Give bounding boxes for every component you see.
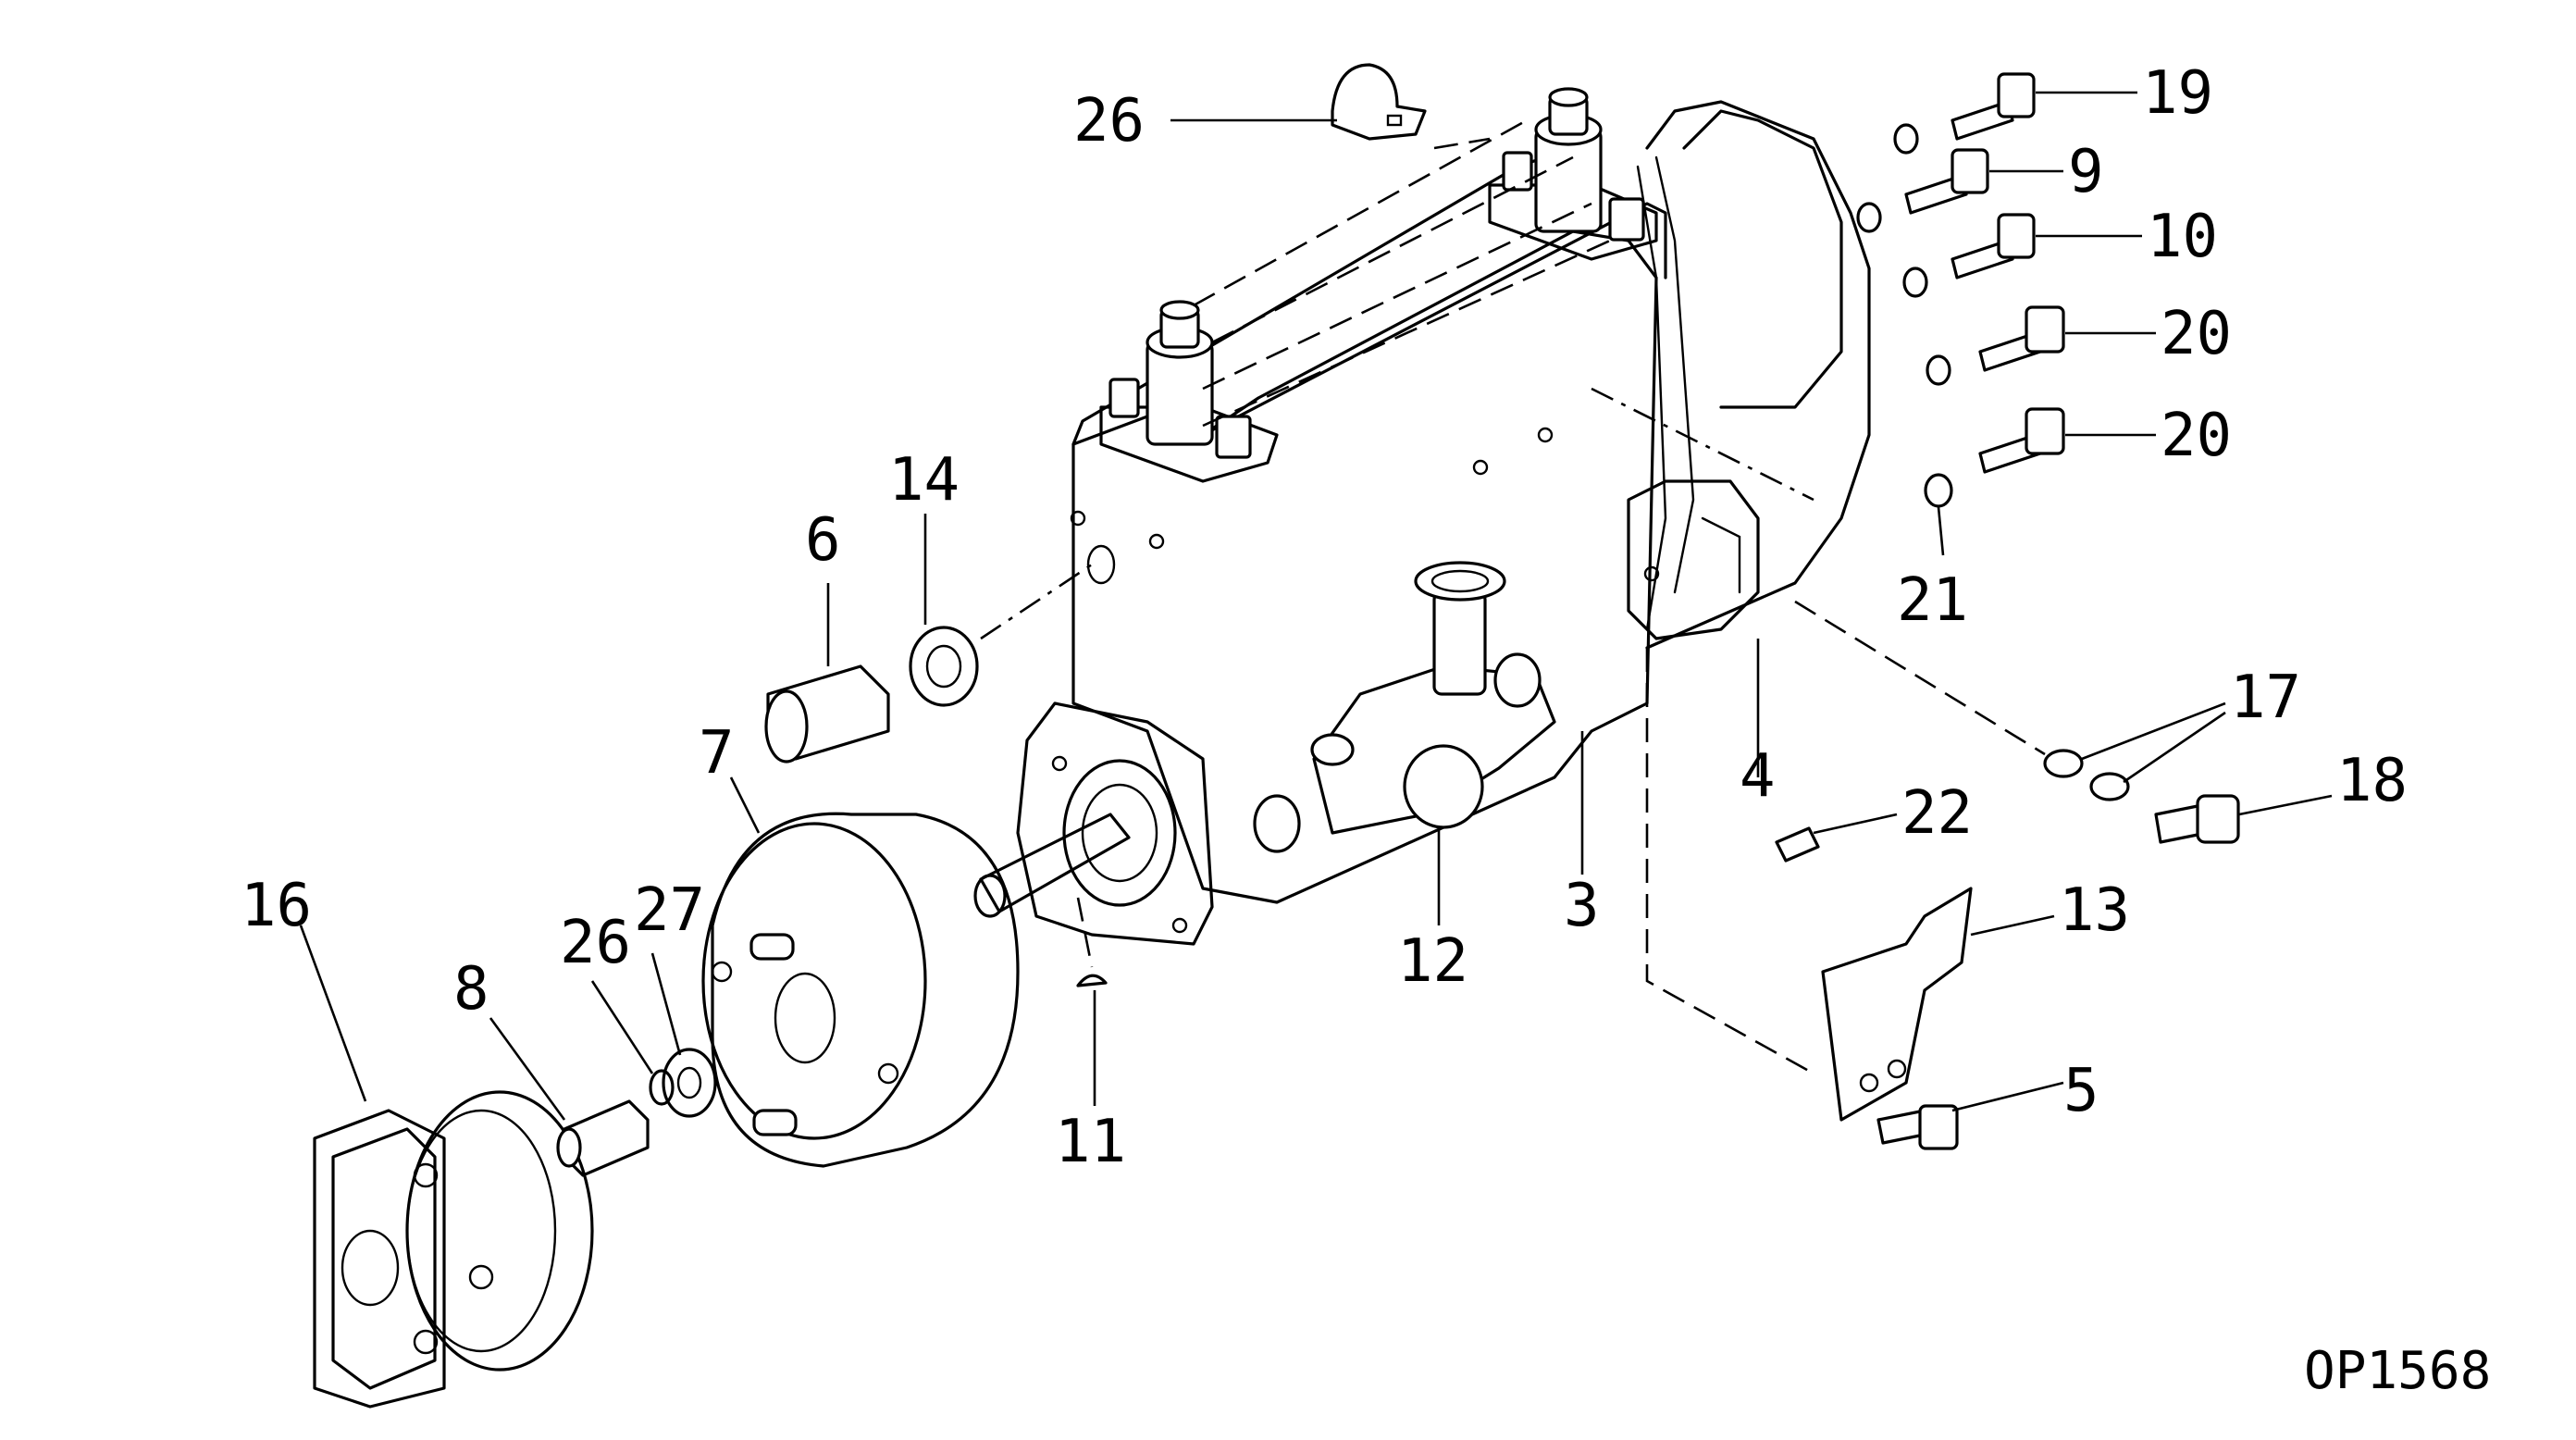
callout-4: 4 (1740, 742, 1776, 811)
callout-7: 7 (699, 719, 735, 788)
bolt-part-20a (1978, 305, 2065, 372)
callout-18: 18 (2336, 747, 2408, 815)
coupling-part-7 (701, 812, 1020, 1168)
drawing-code: OP1568 (2304, 1341, 2491, 1401)
callout-26-top: 26 (1073, 87, 1145, 155)
washers-right (1856, 123, 1953, 508)
bolt-part-9 (1904, 148, 1989, 215)
callout-26-bottom: 26 (560, 909, 631, 977)
callout-14: 14 (888, 446, 960, 515)
washer-part-27 (662, 1048, 717, 1118)
callout-13: 13 (2059, 876, 2130, 945)
bolt-part-10 (1951, 213, 2036, 279)
washers-part-17 (2043, 749, 2130, 801)
key-part-11 (1076, 974, 1108, 987)
callout-11: 11 (1055, 1108, 1126, 1176)
callout-12: 12 (1397, 927, 1468, 996)
bracket-part-13 (1821, 887, 1973, 1122)
pump-body (973, 87, 1871, 946)
bolt-part-5 (1876, 1104, 1959, 1150)
callout-21: 21 (1897, 566, 1968, 635)
callout-27: 27 (634, 876, 705, 945)
callout-9: 9 (2068, 138, 2104, 206)
bolt-part-18 (2154, 794, 2240, 844)
callout-leaders (299, 91, 2333, 1121)
feed-pump (1253, 561, 1556, 853)
delivery-valve-front (1099, 300, 1279, 483)
callout-20-b: 20 (2161, 402, 2232, 470)
callout-17: 17 (2230, 664, 2301, 732)
callout-10: 10 (2147, 203, 2218, 271)
washer-part-14 (909, 626, 979, 707)
callout-3: 3 (1564, 872, 1600, 940)
callout-22: 22 (1901, 779, 1973, 848)
pin-part-22 (1775, 826, 1820, 863)
callout-8: 8 (453, 955, 489, 1024)
bolt-part-20b (1978, 407, 2065, 474)
clamp-part-26 (1331, 63, 1427, 141)
callout-20-a: 20 (2161, 300, 2232, 368)
callout-19: 19 (2142, 59, 2213, 128)
plug-part-6 (764, 664, 890, 763)
bolt-part-19 (1951, 72, 2036, 141)
ring-part-26 (649, 1069, 675, 1106)
callout-16: 16 (241, 872, 312, 940)
drive-flange-part-16 (313, 1090, 594, 1409)
bolt-part-8 (556, 1099, 650, 1177)
callout-labels: 26 19 9 10 20 20 21 14 6 17 18 7 4 22 3 … (241, 59, 2491, 1401)
callout-5: 5 (2063, 1057, 2099, 1125)
delivery-valve-rear (1488, 87, 1658, 261)
callout-6: 6 (805, 506, 841, 575)
